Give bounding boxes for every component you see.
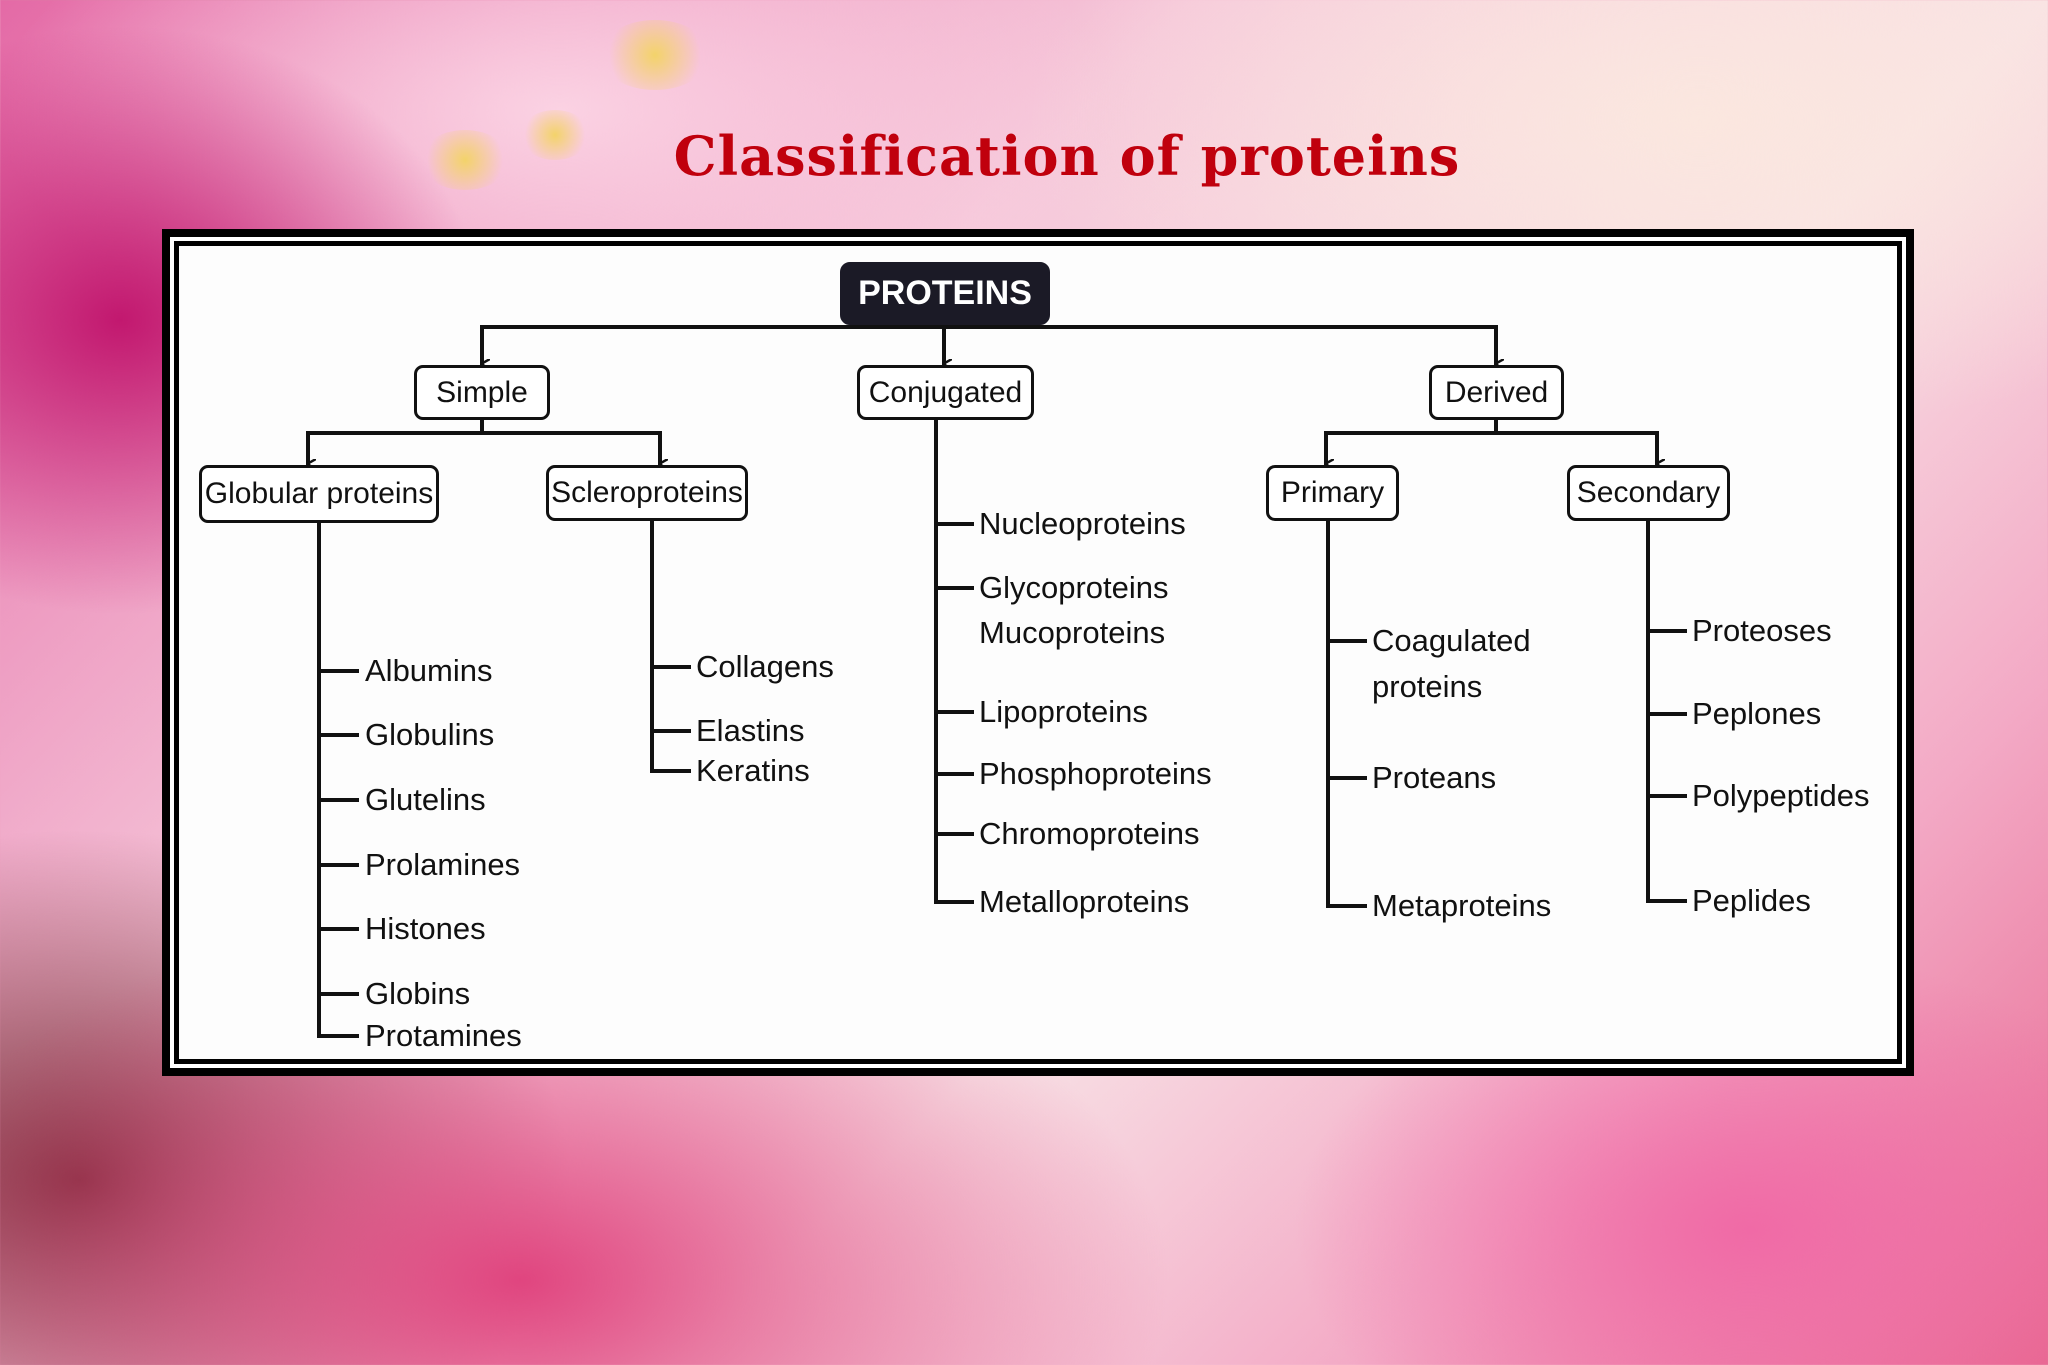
leaf-mucoproteins: Mucoproteins — [979, 615, 1166, 650]
leaf-globins: Globins — [365, 976, 471, 1011]
leaf-proteans: Proteans — [1372, 760, 1497, 795]
flower-stamen-decoration — [420, 130, 510, 190]
leaf-metaproteins: Metaproteins — [1372, 888, 1552, 923]
leaf-metalloproteins: Metalloproteins — [979, 884, 1190, 919]
leaf-elastins: Elastins — [696, 713, 805, 748]
leaf-albumins: Albumins — [365, 653, 493, 688]
diagram-frame-inner: PROTEINS Simple Conjugated Derived Globu… — [170, 237, 1906, 1068]
page-title: Classification of proteins — [673, 124, 1461, 188]
leaf-prolamines: Prolamines — [365, 847, 521, 882]
leaf-protamines: Protamines — [365, 1018, 522, 1053]
group-globular-proteins: Globular proteins — [199, 465, 439, 523]
flower-stamen-decoration — [520, 110, 590, 160]
category-simple: Simple — [414, 365, 550, 420]
root-node-proteins: PROTEINS — [840, 262, 1050, 325]
diagram-frame: PROTEINS Simple Conjugated Derived Globu… — [162, 229, 1914, 1076]
leaf-coagulated: Coagulated — [1372, 623, 1531, 658]
group-secondary: Secondary — [1567, 465, 1730, 521]
category-conjugated: Conjugated — [857, 365, 1034, 420]
leaf-chromoproteins: Chromoproteins — [979, 816, 1200, 851]
leaf-peplones: Peplones — [1692, 696, 1822, 731]
leaf-histones: Histones — [365, 911, 486, 946]
leaf-peplides: Peplides — [1692, 883, 1811, 918]
leaf-collagens: Collagens — [696, 649, 834, 684]
group-scleroproteins: Scleroproteins — [546, 465, 748, 521]
leaf-glycoproteins: Glycoproteins — [979, 570, 1169, 605]
leaf-phosphoproteins: Phosphoproteins — [979, 756, 1212, 791]
leaf-glutelins: Glutelins — [365, 782, 486, 817]
category-derived: Derived — [1429, 365, 1564, 420]
leaf-polypeptides: Polypeptides — [1692, 778, 1870, 813]
group-primary: Primary — [1266, 465, 1399, 521]
flower-stamen-decoration — [600, 20, 710, 90]
leaf-globulins: Globulins — [365, 717, 495, 752]
leaf-nucleoproteins: Nucleoproteins — [979, 506, 1186, 541]
leaf-keratins: Keratins — [696, 753, 810, 788]
diagram-panel: PROTEINS Simple Conjugated Derived Globu… — [179, 246, 1897, 1059]
leaf-lipoproteins: Lipoproteins — [979, 694, 1148, 729]
leaf-proteins-line: proteins — [1372, 669, 1483, 704]
leaf-proteoses: Proteoses — [1692, 613, 1832, 648]
